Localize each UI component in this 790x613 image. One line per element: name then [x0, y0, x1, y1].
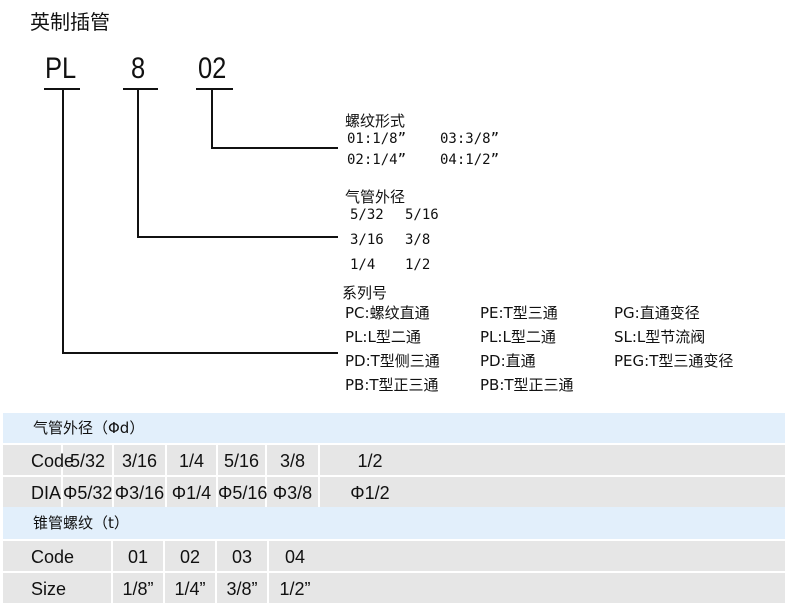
table-cell: 3/8” — [217, 573, 269, 603]
table-cell: 01 — [113, 541, 165, 571]
table-cell: DIA — [3, 477, 63, 507]
leader-line — [211, 89, 213, 149]
thread-item: 03:3/8” — [440, 131, 500, 147]
underline — [123, 88, 158, 90]
series-item: PG:直通变径 — [614, 304, 700, 322]
tube-od-item: 3/8 — [405, 232, 431, 248]
tube-od-item: 3/16 — [350, 232, 384, 248]
series-item: PL:L型二通 — [345, 328, 421, 346]
series-item: PD:T型侧三通 — [345, 352, 440, 370]
thread-item: 01:1/8” — [347, 131, 407, 147]
code-series: PL — [45, 52, 77, 85]
tube-od-item: 5/32 — [350, 207, 384, 223]
underline — [196, 88, 233, 90]
series-label: 系列号 — [342, 284, 388, 302]
table-cell: 3/16 — [114, 445, 167, 475]
leader-line — [62, 89, 64, 354]
table-cell: 5/16 — [218, 445, 267, 475]
table-cell: Size — [3, 573, 113, 603]
table-cell: 1/4” — [165, 573, 217, 603]
series-item: PE:T型三通 — [480, 304, 558, 322]
tube-od-item: 5/16 — [405, 207, 439, 223]
tube-od-label: 气管外径 — [345, 188, 406, 206]
table-cell: 1/2 — [357, 451, 383, 471]
table-cell: Φ5/16 — [218, 477, 267, 507]
table-header: 气管外径（Φd） — [3, 413, 785, 443]
table-cell: Φ5/32 — [63, 477, 114, 507]
page-title: 英制插管 — [30, 10, 110, 34]
table-header: 锥管螺纹（t） — [3, 507, 785, 539]
table-cell: 04 — [284, 547, 306, 567]
leader-line — [62, 352, 338, 354]
table-cell: 03 — [217, 541, 269, 571]
series-item: PL:L型二通 — [480, 328, 556, 346]
leader-line — [137, 236, 338, 238]
table-cell: Φ1/2 — [350, 483, 390, 503]
thread-label: 螺纹形式 — [345, 112, 406, 130]
table-cell: Φ3/8 — [267, 477, 320, 507]
code-tube-od: 8 — [131, 52, 146, 85]
thread-item: 02:1/4” — [347, 152, 407, 168]
series-item: PB:T型正三通 — [480, 376, 574, 394]
leader-line — [211, 147, 338, 149]
table-cell: 3/8 — [267, 445, 320, 475]
tube-od-item: 1/4 — [350, 257, 376, 273]
table-cell: 1/8” — [113, 573, 165, 603]
table-cell: Code — [3, 445, 74, 475]
table-cell: 1/4 — [167, 445, 218, 475]
series-item: PB:T型正三通 — [345, 376, 439, 394]
thread-item: 04:1/2” — [440, 152, 500, 168]
series-item: PD:直通 — [480, 352, 536, 370]
table-cell: Φ3/16 — [114, 477, 167, 507]
tube-od-item: 1/2 — [405, 257, 431, 273]
table-cell: Code — [3, 541, 113, 571]
leader-line — [137, 89, 139, 238]
code-thread: 02 — [198, 52, 227, 85]
table-cell: 5/32 — [63, 445, 114, 475]
series-item: PC:螺纹直通 — [345, 304, 430, 322]
series-item: PEG:T型三通变径 — [614, 352, 734, 370]
table-cell: 02 — [165, 541, 217, 571]
table-cell: 1/2” — [279, 579, 311, 599]
series-item: SL:L型节流阀 — [614, 328, 706, 346]
table-cell: Φ1/4 — [167, 477, 218, 507]
